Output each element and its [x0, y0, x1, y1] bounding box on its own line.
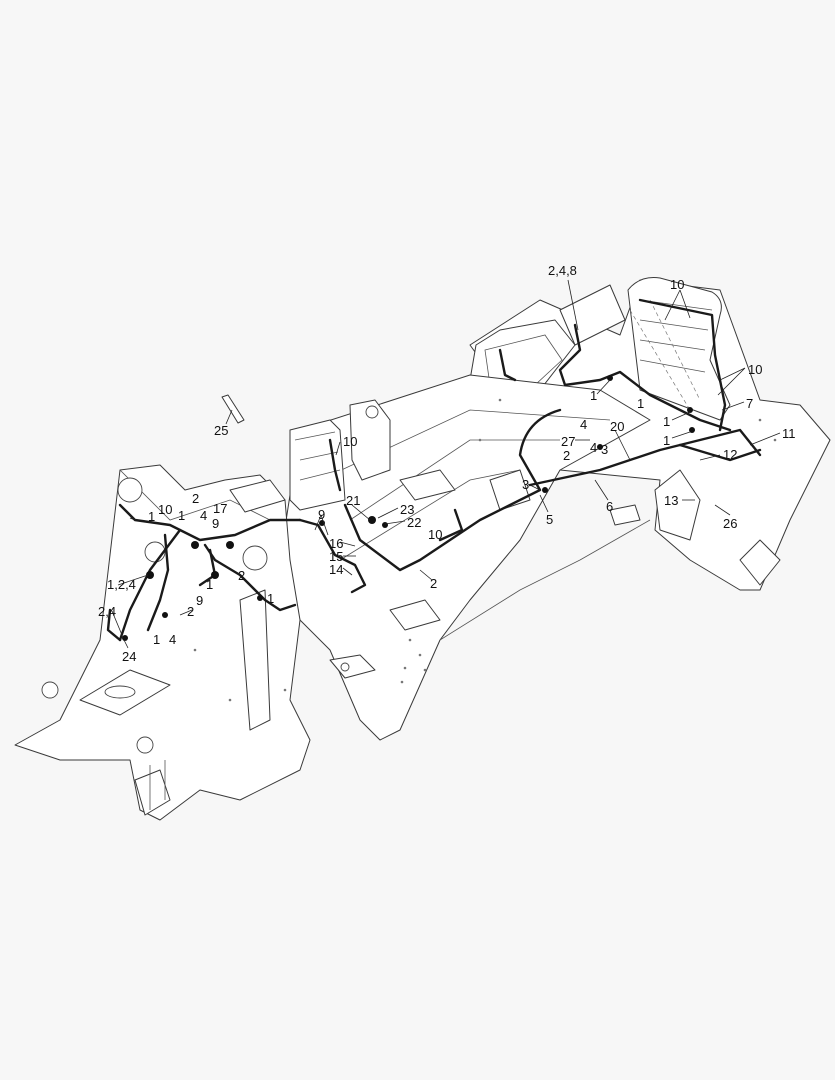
callout-label: 10	[158, 502, 173, 517]
callout-label: 4	[590, 440, 598, 455]
callout-label: 1	[178, 508, 186, 523]
callout-label: 1	[663, 414, 671, 429]
callout-label: 2	[563, 448, 571, 463]
callout-label: 2,4,8	[548, 263, 577, 278]
front-tower	[14, 464, 311, 821]
callout-label: 2,4	[98, 604, 117, 619]
wire-harnesses	[106, 298, 762, 642]
callout-label: 7	[746, 396, 754, 411]
callout-label: 14	[329, 562, 344, 577]
callout-label: 15	[329, 549, 344, 564]
callout-label: 10	[343, 434, 358, 449]
callout-label: 1,2,4	[107, 577, 136, 592]
callout-label: 4	[580, 417, 588, 432]
callout-label: 27	[561, 434, 576, 449]
callout-label: 23	[400, 502, 415, 517]
callout-label: 9	[318, 507, 326, 522]
callout-label: 26	[723, 516, 738, 531]
callout-label: 1	[153, 632, 161, 647]
callout-label: 13	[664, 493, 679, 508]
callout-label: 1	[590, 388, 598, 403]
callout-label: 5	[546, 512, 554, 527]
callout-label: 3	[522, 477, 530, 492]
callout-label: 10	[670, 277, 685, 292]
center-frame	[279, 374, 651, 741]
callout-label: 4	[169, 632, 177, 647]
callout-label: 1	[267, 591, 275, 606]
callout-label: 1	[637, 396, 645, 411]
callout-label: 12	[723, 447, 738, 462]
rivet-dots	[193, 398, 777, 702]
callout-label: 2	[430, 576, 438, 591]
callout-label: 1	[206, 577, 214, 592]
callout-label: 2	[192, 491, 200, 506]
callout-label: 10	[748, 362, 763, 377]
leader-lines	[111, 279, 781, 649]
callout-label: 16	[329, 536, 344, 551]
callout-label: 25	[214, 423, 229, 438]
callout-label: 4	[200, 508, 208, 523]
callout-label: 21	[346, 493, 361, 508]
callout-label: 1	[148, 509, 156, 524]
callout-label: 10	[428, 527, 443, 542]
callout-label: 2	[238, 568, 246, 583]
callout-label: 17	[213, 501, 228, 516]
callout-label: 9	[196, 593, 204, 608]
callout-label: 9	[212, 516, 220, 531]
callout-label: 20	[610, 419, 625, 434]
callout-label: 6	[606, 499, 614, 514]
callout-label: 3	[601, 442, 609, 457]
callout-label: 1	[663, 433, 671, 448]
callout-label: 11	[782, 426, 796, 441]
callout-label: 22	[407, 515, 422, 530]
callout-label: 24	[122, 649, 137, 664]
part-25-strip	[221, 394, 245, 424]
callout-label: 2	[187, 604, 195, 619]
